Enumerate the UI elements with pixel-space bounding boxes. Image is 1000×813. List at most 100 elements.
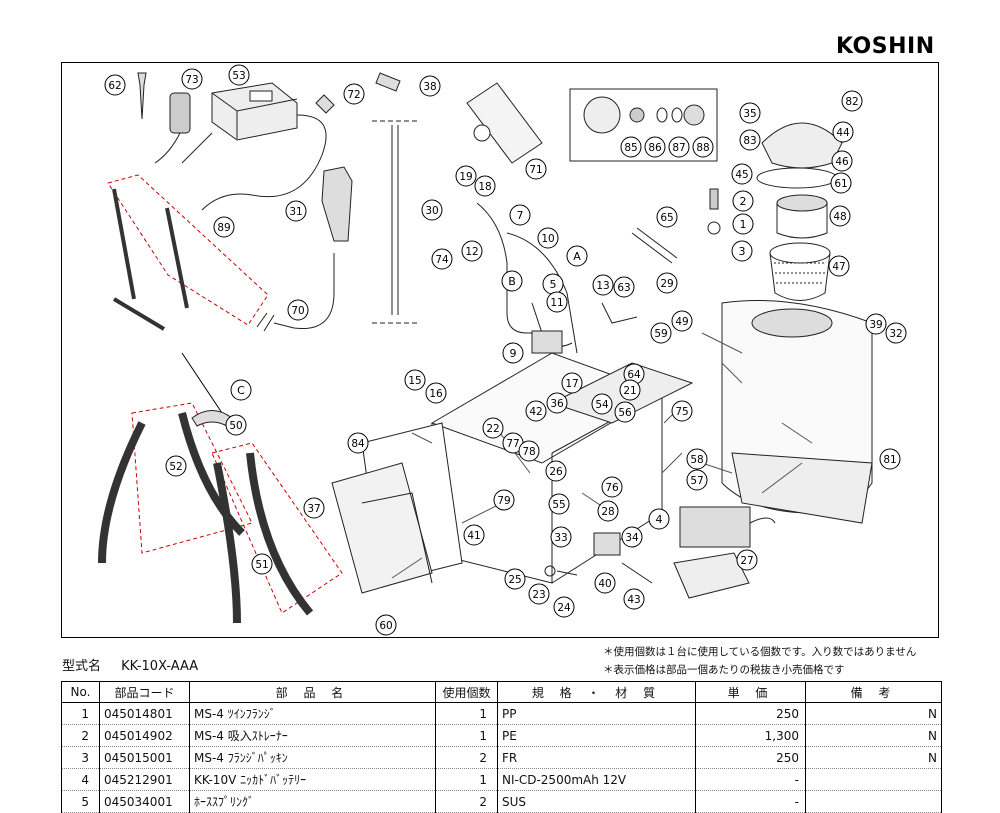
cell-qty: 1 (435, 702, 498, 725)
callout-10: 10 (537, 227, 559, 249)
callout-29: 29 (656, 272, 678, 294)
cell-note (805, 790, 942, 813)
cell-no: 4 (61, 768, 100, 791)
callout-3: 3 (731, 240, 753, 262)
cell-note: N (805, 724, 942, 747)
callout-label: 46 (835, 156, 849, 168)
callout-label: 81 (883, 454, 896, 466)
callout-label: 83 (743, 135, 756, 147)
cell-no: 5 (61, 790, 100, 813)
callout-label: 13 (596, 280, 609, 292)
callout-4: 4 (648, 508, 670, 530)
note-line: ＊使用個数は１台に使用している個数です。入り数ではありません (603, 646, 917, 658)
callout-label: 38 (423, 81, 436, 93)
cell-no: 1 (61, 702, 100, 725)
model-value: KK-10X-AAA (121, 659, 199, 674)
callout-label: 71 (529, 164, 542, 176)
callout-label: 76 (605, 482, 619, 494)
cell-price: 1,300 (695, 724, 806, 747)
model-line: 型式名 KK-10X-AAA (62, 655, 198, 674)
callout-2: 2 (732, 190, 754, 212)
callout-31: 31 (285, 200, 307, 222)
callout-label: 40 (598, 578, 611, 590)
parts-table-header: No. 部品コード 部 品 名 使用個数 規 格 ・ 材 質 単 価 備 考 (61, 681, 942, 703)
callout-label: 24 (557, 602, 571, 614)
callout-33: 33 (550, 526, 572, 548)
callout-label: 77 (506, 438, 519, 450)
callout-17: 17 (561, 372, 583, 394)
callout-label: 4 (656, 513, 663, 526)
callout-label: 28 (601, 506, 614, 518)
callout-label: 23 (532, 589, 545, 601)
callout-label: 72 (347, 89, 360, 101)
col-header-no: No. (61, 681, 100, 703)
callout-label: 30 (425, 205, 438, 217)
callout-88: 88 (692, 136, 714, 158)
cell-spec: SUS (497, 790, 696, 813)
callout-label: 79 (497, 495, 510, 507)
callout-41: 41 (463, 524, 485, 546)
callout-75: 75 (671, 400, 693, 422)
callout-label: 22 (486, 423, 499, 435)
note-line: ＊表示価格は部品一個あたりの税抜き小売価格です (603, 664, 845, 676)
brand-logo: KOSHIN (836, 34, 935, 59)
callout-48: 48 (829, 205, 851, 227)
callout-label: 86 (648, 142, 662, 154)
callout-label: 39 (869, 319, 882, 331)
callout-label: 60 (379, 620, 392, 632)
callout-label: 27 (740, 555, 753, 567)
table-row: 3 045015001 MS-4 ﾌﾗﾝｼﾞﾊﾟｯｷﾝ 2 FR 250 N (61, 746, 942, 769)
callout-32: 32 (885, 322, 907, 344)
notes: ＊使用個数は１台に使用している個数です。入り数ではありません ＊表示価格は部品一… (603, 643, 916, 679)
cell-price: - (695, 768, 806, 791)
callout-46: 46 (831, 150, 853, 172)
callout-label: 5 (550, 278, 557, 291)
callout-label: 56 (618, 407, 632, 419)
callout-63: 63 (613, 276, 635, 298)
callout-86: 86 (644, 136, 666, 158)
callout-label: 12 (465, 246, 478, 258)
callout-label: 34 (625, 532, 639, 544)
callout-label: 82 (845, 96, 858, 108)
cell-name: KK-10V ﾆｯｶﾄﾞﾊﾞｯﾃﾘｰ (189, 768, 436, 791)
callout-label: 47 (832, 261, 845, 273)
callout-70: 70 (287, 299, 309, 321)
callout-label: 11 (550, 297, 563, 309)
callout-18: 18 (474, 175, 496, 197)
callout-13: 13 (592, 274, 614, 296)
callout-62: 62 (104, 74, 126, 96)
callout-label: 21 (623, 385, 636, 397)
parts-table-body: 1 045014801 MS-4 ﾂｲﾝﾌﾗﾝｼﾞ 1 PP 250 N 2 0… (61, 702, 942, 813)
callout-52: 52 (165, 455, 187, 477)
cell-spec: PP (497, 702, 696, 725)
callout-label: C (237, 384, 245, 397)
callout-label: 62 (108, 80, 121, 92)
callout-label: 18 (478, 181, 491, 193)
callout-label: 15 (408, 375, 421, 387)
table-row: 1 045014801 MS-4 ﾂｲﾝﾌﾗﾝｼﾞ 1 PP 250 N (61, 702, 942, 725)
callout-43: 43 (623, 588, 645, 610)
callout-61: 61 (830, 172, 852, 194)
callout-label: 84 (351, 438, 365, 450)
col-header-note: 備 考 (805, 681, 942, 703)
callout-A: A (566, 245, 588, 267)
callout-label: 43 (627, 594, 640, 606)
callout-label: 63 (617, 282, 630, 294)
cell-code: 045015001 (99, 746, 190, 769)
callout-label: 32 (889, 328, 902, 340)
callout-45: 45 (731, 163, 753, 185)
callout-25: 25 (504, 568, 526, 590)
callout-label: 64 (627, 369, 641, 381)
cell-price: - (695, 790, 806, 813)
callout-37: 37 (303, 497, 325, 519)
callout-36: 36 (546, 392, 568, 414)
cell-qty: 2 (435, 790, 498, 813)
callout-22: 22 (482, 417, 504, 439)
cell-note: N (805, 746, 942, 769)
callout-label: 53 (232, 70, 245, 82)
callout-label: 52 (169, 461, 182, 473)
table-row: 2 045014902 MS-4 吸入ｽﾄﾚｰﾅｰ 1 PE 1,300 N (61, 724, 942, 747)
callout-label: 51 (255, 559, 268, 571)
